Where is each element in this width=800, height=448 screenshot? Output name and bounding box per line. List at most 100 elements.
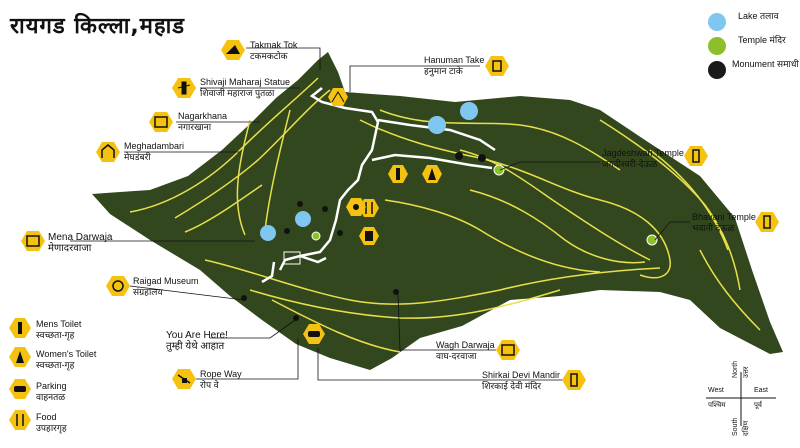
leader-lines [70,47,690,381]
legend-monument-en: Monument [732,59,775,69]
temple-legend-icon [708,37,726,55]
compass-south: South [732,417,739,436]
lakes [260,102,478,241]
toilet-icon [388,165,408,183]
compass-south-mr: दक्षिण [743,420,750,436]
monument-legend-icon [708,61,726,79]
temple-pin [646,234,658,246]
label-icons [21,40,779,390]
compass-north: North [732,360,739,378]
label-mr: टकमकटोक [250,51,288,61]
legend-lake: Lake तलाव [738,11,779,21]
label-mr: तुम्ही येथे आहात [166,341,225,352]
location-pin [337,230,343,236]
label-en: Nagarkhana [178,111,228,121]
label-mr: वाघ-दरवाजा [436,351,477,361]
compass-west: West [708,387,724,394]
label-en: Bhavani Temple [692,212,756,222]
label-nagarkhana: Nagarkhana नगारखाना [178,111,227,133]
location-pin [293,315,299,321]
label-en: Raigad Museum [133,276,199,286]
amenity-en: Mens Toilet [36,319,82,329]
label-en: Wagh Darwaja [436,340,495,350]
label-mr: संग्रहालय [133,287,163,297]
legend-dots [708,13,726,79]
location-pin [297,201,303,207]
amenity-en: Parking [36,381,67,391]
label-en: Meghadambari [124,141,185,151]
lake-legend-icon [708,13,726,31]
amenity-en: Food [36,412,57,422]
label-en: Hanuman Take [424,55,485,65]
compass-east: East [754,387,768,394]
label-wagh: Wagh Darwaja वाघ-दरवाजा [436,340,495,362]
label-mr: शिवाजी महाराज पुतळा [200,88,275,98]
label-museum: Raigad Museum संग्रहालय [133,276,199,298]
label-mr: मेणादरवाजा [48,243,92,254]
temple-pin [311,231,321,241]
label-en: Rope Way [200,369,242,379]
legend-lake-en: Lake [738,11,758,21]
food-icon [346,198,366,216]
label-you-are-here: You Are Here! तुम्ही येथे आहात [166,330,228,352]
label-mr: रोप वे [200,380,219,390]
label-ropeway: Rope Way रोप वे [200,369,242,391]
amenity-legend-icons [9,318,31,430]
lake-marker [460,102,478,120]
label-takmak: Takmak Tok टकमकटोक [250,40,297,62]
amenity-mr: उपहारगृह [36,423,67,433]
legend-temple: Temple मंदिर [738,35,786,45]
amenity-parking: Parking वाहनतळ [36,381,67,403]
map-icon-badges [283,88,442,344]
lake-marker [260,225,276,241]
label-mr: शिरकाई देवी मंदिर [482,381,542,391]
monument-marker [478,154,486,162]
label-en: Jagdeshwari Temple [602,148,684,158]
amenity-womens-toilet: Women's Toilet स्वच्छता-गृह [36,349,96,371]
temple-pins [311,164,658,246]
label-en: Mena Darwaja [48,232,113,243]
you-are-here-icon [283,251,301,265]
compass-west-en: West [708,387,724,394]
location-pin [393,289,399,295]
compass-north-mr: उत्तर [743,366,750,378]
label-shivaji: Shivaji Maharaj Statue शिवाजी महाराज पुत… [200,77,290,99]
monument-marker [455,152,463,160]
label-mr: नगारखाना [178,122,212,132]
amenity-mr: स्वच्छता-गृह [36,360,75,370]
legend-monument-mr: समाधी [777,59,799,69]
legend-lake-mr: तलाव [760,11,779,21]
label-en: Takmak Tok [250,40,298,50]
temple-pin [493,164,505,176]
label-mr: मेघडंबरी [124,152,151,162]
toilet-icon [422,165,442,183]
label-jagdeshwari: Jagdeshwari Temple जगदीश्वरी-देऊळ [602,148,684,170]
legend-monument: Monument समाधी [732,59,799,69]
legend-temple-mr: मंदिर [769,35,786,45]
amenity-mens-toilet: Mens Toilet स्वच्छता-गृह [36,319,81,341]
legend-temple-en: Temple [738,35,768,45]
amenity-mr: स्वच्छता-गृह [36,330,75,340]
compass-west-mr: पश्चिम [708,402,726,409]
lake-marker [295,211,311,227]
compass [706,372,776,426]
label-mena: Mena Darwaja मेणादरवाजा [48,232,112,254]
label-en: You Are Here! [166,330,228,341]
label-mr: भवानी देऊळ [692,223,735,233]
label-mr: जगदीश्वरी-देऊळ [602,159,658,169]
contour-lines [129,77,761,353]
label-bhavani: Bhavani Temple भवानी देऊळ [692,212,756,234]
compass-east-en: East [754,387,769,394]
compass-east-mr: पूर्व [754,402,762,409]
map-title: रायगड किल्ला,महाड [10,14,186,39]
monument-marker [284,228,290,234]
label-hanuman: Hanuman Take हनुमान टाके [424,55,484,77]
lake-marker [428,116,446,134]
amenity-mr: वाहनतळ [36,392,66,402]
label-shirkai: Shirkai Devi Mandir शिरकाई देवी मंदिर [482,370,560,392]
amenity-food: Food उपहारगृह [36,412,67,434]
label-en: Shirkai Devi Mandir [482,370,561,380]
monuments [284,152,486,234]
takmak-icon [328,88,348,106]
